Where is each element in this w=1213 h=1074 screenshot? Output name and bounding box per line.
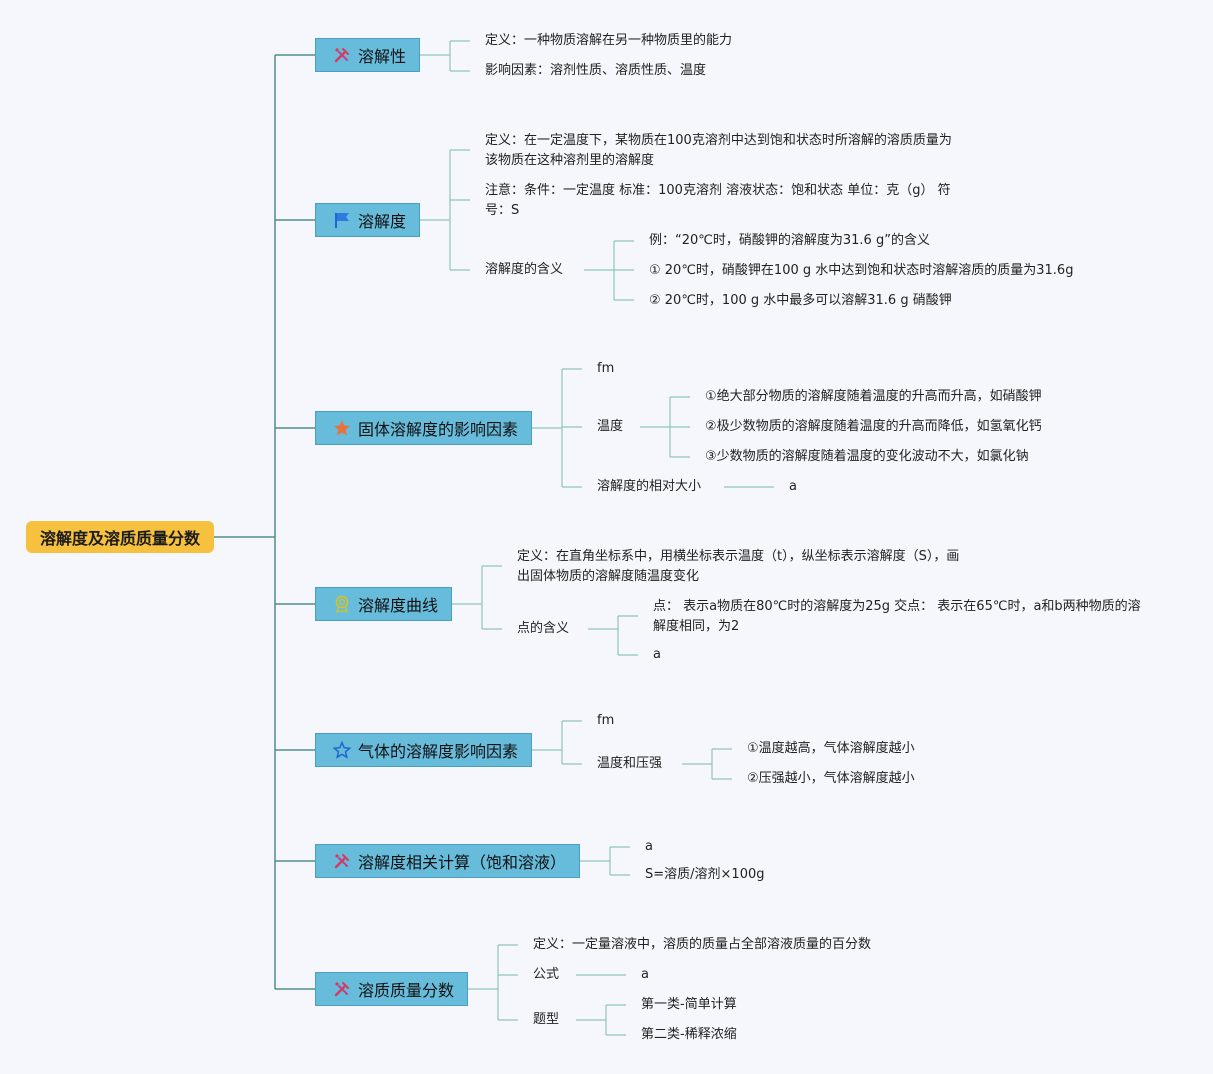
tools-icon [332,45,352,65]
node-t2-meaning-2[interactable]: ② 20℃时，100 g 水中最多可以溶解31.6 g 硝酸钾 [649,293,952,308]
node-t3-rule-2[interactable]: ②极少数物质的溶解度随着温度的升高而降低，如氢氧化钙 [705,419,1042,434]
topic-label: 溶解度 [358,212,407,231]
node-t5-fm[interactable]: fm [597,713,615,728]
node-t4-definition-line2[interactable]: 出固体物质的溶解度随温度变化 [517,569,700,584]
node-t1-factors[interactable]: 影响因素：溶剂性质、溶质性质、温度 [485,63,707,78]
node-t3-temperature[interactable]: 温度 [597,419,624,434]
node-t4-point-meaning[interactable]: 点的含义 [517,621,570,636]
node-t4-definition-line1[interactable]: 定义：在直角坐标系中，用横坐标表示温度（t），纵坐标表示溶解度（S），画 [517,549,960,564]
topic-label: 溶解性 [358,47,407,66]
star-outline-icon [332,740,352,760]
topic-solubility-property[interactable]: 溶解性 [315,38,420,72]
node-t5-rule-2[interactable]: ②压强越小，气体溶解度越小 [747,771,915,786]
tools-icon [332,979,352,999]
topic-mass-fraction[interactable]: 溶质质量分数 [315,972,468,1006]
topic-solubility-calculation[interactable]: 溶解度相关计算（饱和溶液） [315,844,580,878]
node-t4-point-line1[interactable]: 点： 表示a物质在80℃时的溶解度为25g 交点： 表示在65℃时，a和b两种物… [653,599,1141,614]
topic-gas-solubility-factors[interactable]: 气体的溶解度影响因素 [315,733,532,767]
node-t2-meaning-1[interactable]: ① 20℃时，硝酸钾在100 g 水中达到饱和状态时溶解溶质的质量为31.6g [649,263,1074,278]
node-t1-definition[interactable]: 定义：一种物质溶解在另一种物质里的能力 [485,33,733,48]
node-t2-definition-line2[interactable]: 该物质在这种溶剂里的溶解度 [485,153,655,168]
star-filled-icon [332,418,352,438]
node-t2-note-line2[interactable]: 号：S [485,203,520,218]
node-t7-formula[interactable]: 公式 [533,967,560,982]
node-t3-relative-size[interactable]: 溶解度的相对大小 [597,479,702,494]
node-t2-meaning[interactable]: 溶解度的含义 [485,262,564,277]
medal-icon [332,594,352,614]
flag-icon [332,210,352,230]
node-t4-point-line2[interactable]: 解度相同，为2 [653,619,740,634]
node-t3-rule-1[interactable]: ①绝大部分物质的溶解度随着温度的升高而升高，如硝酸钾 [705,389,1042,404]
topic-label: 溶解度曲线 [358,596,439,615]
node-t7-question-types[interactable]: 题型 [533,1012,560,1027]
topic-solid-solubility-factors[interactable]: 固体溶解度的影响因素 [315,411,532,445]
node-t5-temp-pressure[interactable]: 温度和压强 [597,756,663,771]
node-t2-definition-line1[interactable]: 定义：在一定温度下，某物质在100克溶剂中达到饱和状态时所溶解的溶质质量为 [485,133,952,148]
topic-label: 固体溶解度的影响因素 [358,420,519,439]
node-t4-a[interactable]: a [653,647,661,662]
topic-label: 气体的溶解度影响因素 [358,742,519,761]
topic-label: 溶质质量分数 [358,981,455,1000]
topic-solubility[interactable]: 溶解度 [315,203,420,237]
node-t7-type-1[interactable]: 第一类-简单计算 [641,997,737,1012]
node-t5-rule-1[interactable]: ①温度越高，气体溶解度越小 [747,741,915,756]
node-t2-meaning-example[interactable]: 例：“20℃时，硝酸钾的溶解度为31.6 g”的含义 [649,233,930,248]
root-topic[interactable]: 溶解度及溶质质量分数 [26,521,214,553]
tools-icon [332,851,352,871]
node-t3-rule-3[interactable]: ③少数物质的溶解度随着温度的变化波动不大，如氯化钠 [705,449,1029,464]
node-t7-definition[interactable]: 定义：一定量溶液中，溶质的质量占全部溶液质量的百分数 [533,937,872,952]
node-t7-type-2[interactable]: 第二类-稀释浓缩 [641,1027,737,1042]
node-t2-note-line1[interactable]: 注意：条件：一定温度 标准：100克溶剂 溶液状态：饱和状态 单位：克（g） 符 [485,183,951,198]
node-t3-a[interactable]: a [789,479,797,494]
topic-solubility-curve[interactable]: 溶解度曲线 [315,587,452,621]
node-t7-formula-a[interactable]: a [641,967,649,982]
topic-label: 溶解度相关计算（饱和溶液） [358,853,567,872]
node-t6-formula[interactable]: S=溶质/溶剂×100g [645,867,765,882]
node-t3-fm[interactable]: fm [597,361,615,376]
node-t6-a[interactable]: a [645,839,653,854]
